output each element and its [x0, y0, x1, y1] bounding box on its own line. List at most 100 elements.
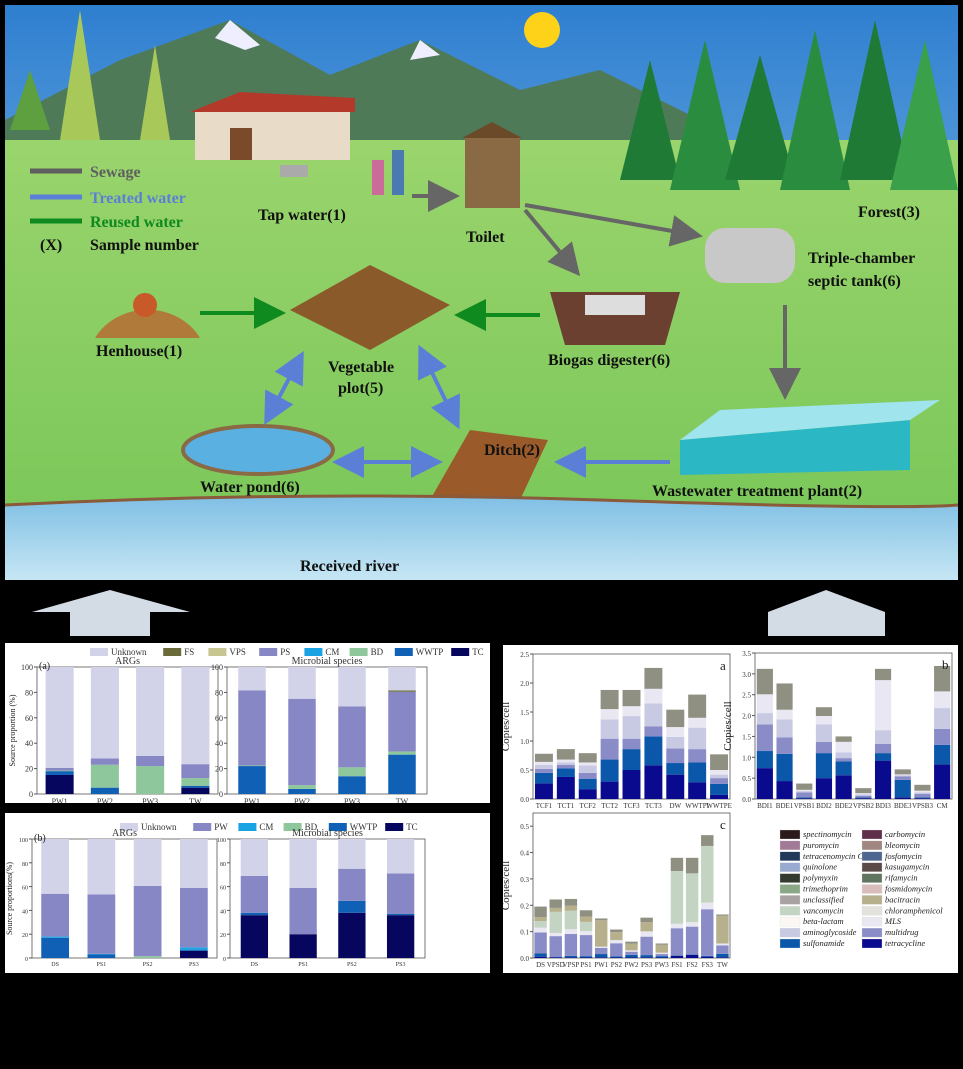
r-c-bar-DS-tetracycline: [534, 956, 547, 958]
r-b-xtick-label: VPSB1: [794, 802, 816, 810]
r-a-xtick-label: TCT1: [557, 802, 574, 810]
b-microbe-title: Microbial species: [292, 828, 363, 839]
r-b-bar-BDI2-aminoglycoside: [815, 724, 833, 742]
r-c-xtick-label: DS: [536, 961, 545, 969]
label-biogas: Biogas digester(6): [548, 352, 670, 369]
r-b-bar-CM-multidrug: [934, 728, 951, 745]
arg-legend-label: MLS: [884, 916, 902, 926]
r-b-bar-BDE1-tetracycline: [776, 781, 793, 799]
r-c-bar-PS3-MLS: [640, 931, 653, 937]
r-b-bar-VPSB1-other: [796, 783, 813, 790]
a-args-bar-TW-BD: [181, 778, 210, 786]
r-c-bar-DS-MLS: [534, 927, 547, 933]
a-microbe-bar-PW2-PS: [288, 698, 316, 786]
b-args-title: ARGs: [112, 828, 137, 839]
b-microbe-bar-PS3-TC: [386, 915, 415, 958]
r-c-bar-TW-bacitracin: [716, 915, 729, 944]
r-a-bar-TCF3-MLS: [622, 706, 641, 717]
arg-legend-label: rifamycin: [885, 873, 918, 883]
arg-legend-label: kasugamycin: [885, 862, 929, 872]
r-a-bar-TCT1-MLS: [556, 759, 575, 763]
a-args-ytick-label: 20: [25, 765, 33, 774]
b-microbe-axes-frame: [229, 838, 426, 959]
r-a-bar-TCF2-sulfonamide: [578, 778, 597, 790]
a-args-bar-TW-TC: [181, 787, 210, 794]
r-b-corner-label: b: [942, 657, 949, 672]
b-args-bar-PS1-Unknown: [87, 839, 116, 895]
label-toilet: Toilet: [466, 229, 505, 246]
r-c-bar-FS1-multidrug: [670, 928, 684, 956]
r-c-bar-FS3-sulfonamide: [701, 955, 714, 957]
r-c-bar-PS2-MLS: [610, 940, 623, 944]
a-args-ytick-label: 0: [29, 790, 33, 799]
r-b-bar-BDE2-aminoglycoside: [835, 752, 852, 759]
r-b-bar-BDI3-aminoglycoside: [874, 730, 892, 744]
r-b-bar-BDI1-sulfonamide: [756, 751, 773, 769]
b-args-bar-PS3-TC: [180, 950, 208, 958]
r-b-bar-CM-sulfonamide: [934, 744, 951, 765]
a-microbe-bar-PW2-WWTP: [288, 788, 316, 794]
b-args-xtick-label: DS: [51, 962, 59, 968]
r-c-bar-PW2-multidrug: [625, 951, 638, 955]
a-args-xtick-label: PW1: [52, 797, 68, 803]
r-c-bar-PS1-vancomycin: [579, 921, 593, 932]
r-b-bar-BDE2-sulfonamide: [835, 761, 852, 776]
r-a-bar-TCT3-aminoglycoside: [644, 703, 663, 727]
r-a-bar-TCT3-other: [644, 667, 663, 689]
b-microbe-ytick-label: 80: [220, 862, 226, 868]
b-microbe-ytick-label: 60: [220, 886, 226, 892]
r-c-bar-PW1-tetracycline: [594, 957, 608, 958]
r-b-xtick-label: BDI2: [816, 802, 832, 810]
arg-legend-swatch: [779, 927, 801, 938]
a-microbe-bar-PW3-BD: [338, 767, 366, 777]
r-b-ytick-label: 3.0: [742, 671, 751, 679]
a-microbe-bar-TW-BD: [388, 751, 416, 755]
r-c-xtick-label: PS1: [580, 961, 592, 969]
r-b-bar-VPSB1-aminoglycoside: [796, 791, 813, 793]
r-a-bar-TCT1-aminoglycoside: [556, 762, 575, 765]
r-a-bar-TCF2-aminoglycoside: [578, 765, 597, 773]
b-microbe-bar-PS2-PW: [338, 868, 366, 901]
r-c-xtick-label: PW2: [625, 961, 640, 969]
a-legend-swatch-FS: [163, 648, 182, 656]
a-args-xtick-label: TW: [189, 797, 202, 803]
r-b-xtick-label: BDI1: [757, 802, 773, 810]
r-c-bar-PW1-sulfonamide: [594, 954, 608, 958]
r-a-bar-TCT1-multidrug: [556, 764, 575, 769]
r-b-ylabel: Copies/cell: [722, 701, 734, 751]
r-c-xtick-label: PW1: [594, 961, 609, 969]
b-args-bar-DS-WWTP: [41, 937, 69, 958]
a-args-bar-TW-PS: [181, 764, 210, 779]
a-legend-swatch-VPS: [208, 648, 227, 656]
r-c-bar-PS3-bacitracin: [640, 922, 653, 932]
r-c-bar-VPSP-vancomycin: [564, 910, 578, 930]
b-args-panel-label: (b): [34, 833, 46, 844]
a-microbe-bar-PW3-Unknown: [338, 667, 366, 707]
r-c-bar-FS2-tetracycline: [685, 954, 699, 958]
r-a-bar-TCF2-other: [578, 753, 597, 763]
r-a-bar-WWTPE-aminoglycoside: [710, 774, 729, 779]
b-microbe-bar-PS1-Unknown: [289, 839, 317, 888]
a-args-bar-TW-WWTP: [181, 785, 210, 788]
r-c-bar-PW1-other: [594, 918, 608, 921]
r-c-bar-PW3-sulfonamide: [655, 956, 669, 958]
r-b-bar-VPSB1-multidrug: [796, 792, 813, 798]
a-microbe-bar-TW-PS: [388, 691, 416, 752]
r-a-bar-TCF1-aminoglycoside: [534, 764, 553, 769]
r-c-bar-PW3-other: [655, 943, 669, 945]
site-labels: Tap water(1) Toilet Forest(3) Triple-cha…: [96, 204, 920, 575]
arg-legend-swatch: [861, 906, 883, 916]
r-c-ytick-label: 0.4: [520, 850, 529, 858]
r-a-bar-WWTPE-other: [710, 754, 729, 770]
r-b-bar-CM-other: [934, 665, 951, 692]
r-a-xtick-label: TCF3: [623, 802, 640, 810]
a-args-ytick-label: 40: [25, 739, 33, 748]
b-args-xtick-label: PS3: [189, 962, 199, 968]
r-b-xtick-label: BDE1: [776, 802, 794, 810]
r-a-bar-DW-other: [666, 709, 685, 728]
r-c-bar-PS1-sulfonamide: [579, 956, 593, 958]
r-c-bar-PS2-sulfonamide: [610, 956, 623, 958]
r-b-bar-BDI2-multidrug: [815, 741, 833, 754]
r-b-bar-BDE3-tetracycline: [894, 797, 911, 799]
